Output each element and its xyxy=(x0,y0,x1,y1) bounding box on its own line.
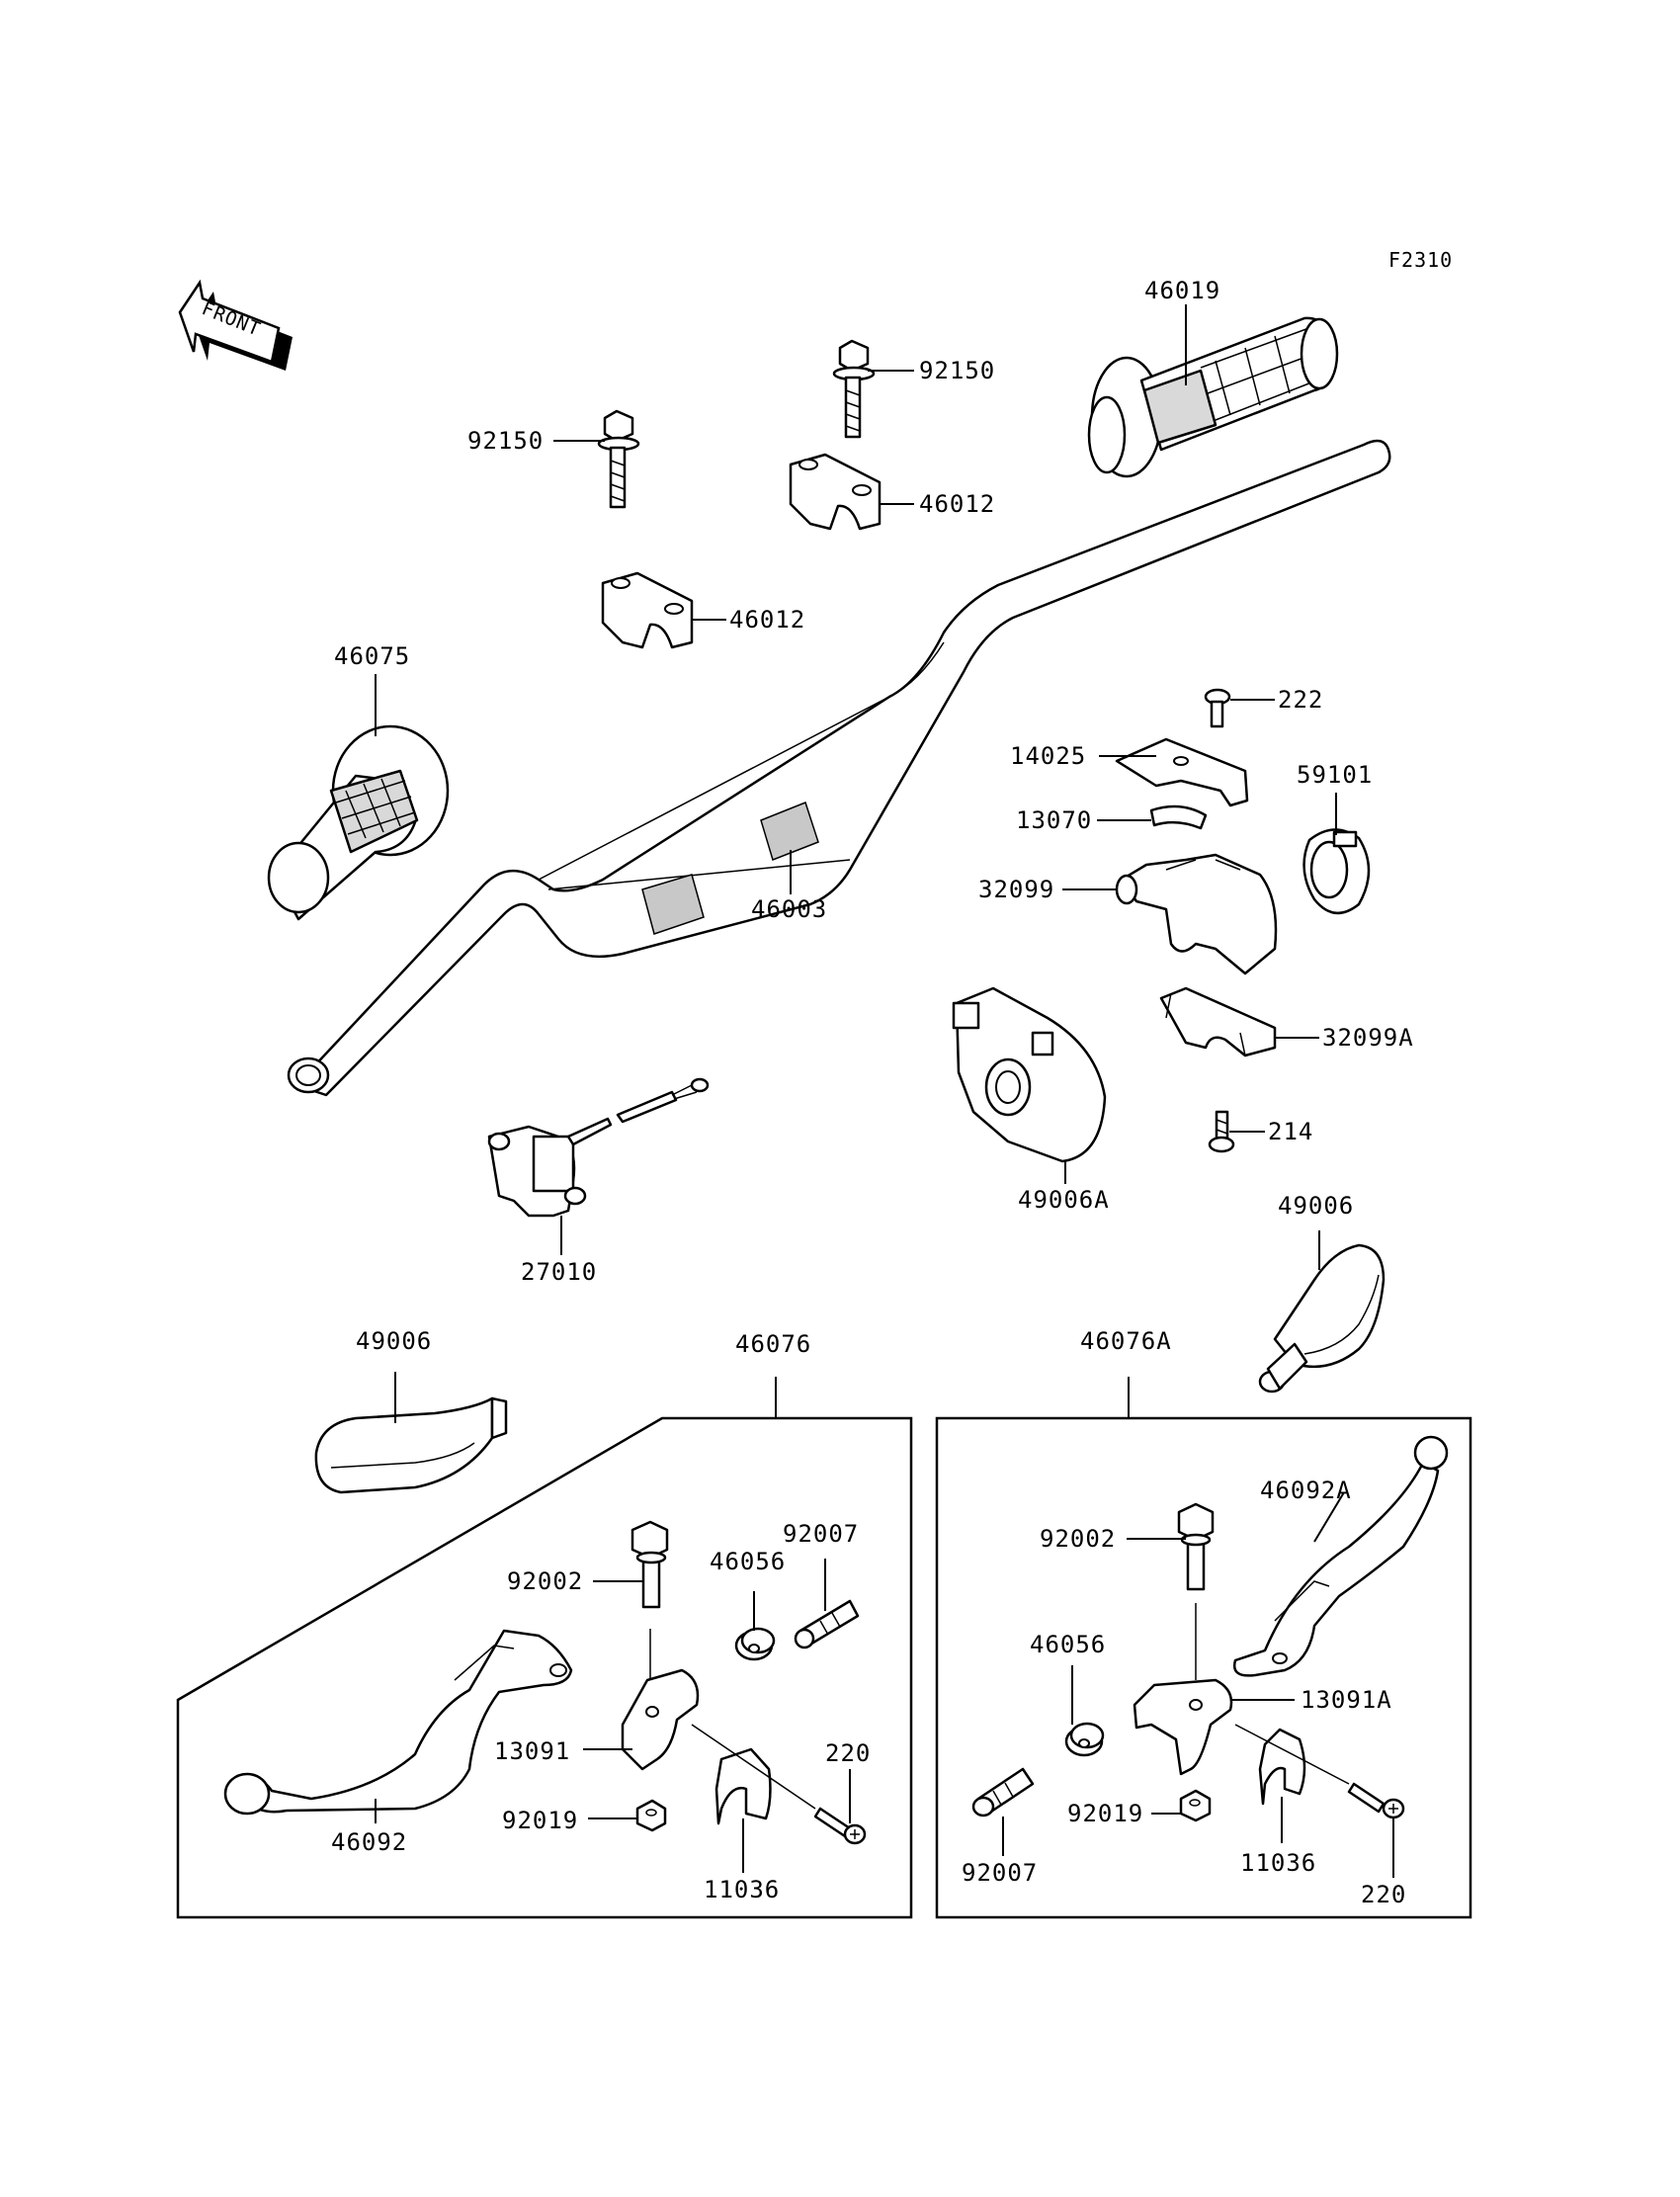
bolt-92150-a xyxy=(832,339,876,439)
group-46076-box xyxy=(176,1416,913,1919)
label-46012-b: 46012 xyxy=(729,606,805,634)
adjuster-92007-b xyxy=(971,1767,1035,1817)
label-27010: 27010 xyxy=(521,1258,597,1286)
cover-14025 xyxy=(1115,737,1249,807)
label-46092: 46092 xyxy=(331,1828,407,1856)
label-92007-b: 92007 xyxy=(962,1859,1038,1887)
grip-46075 xyxy=(267,724,450,921)
label-46056-b: 46056 xyxy=(1030,1631,1106,1658)
guard-housing-49006A xyxy=(952,986,1107,1163)
label-46076: 46076 xyxy=(735,1330,811,1358)
label-49006A: 49006A xyxy=(1018,1186,1110,1214)
nut-46056-a xyxy=(734,1627,776,1661)
label-46003: 46003 xyxy=(751,895,827,923)
holder-13091 xyxy=(621,1668,700,1771)
part-labels: 46019 92150 92150 46012 46012 46075 4600… xyxy=(331,277,1414,1908)
label-13091: 13091 xyxy=(494,1737,570,1765)
label-46056-a: 46056 xyxy=(710,1548,786,1575)
label-46092A: 46092A xyxy=(1260,1477,1352,1504)
label-92007-a: 92007 xyxy=(783,1520,859,1548)
label-13070: 13070 xyxy=(1016,806,1092,834)
label-46076A: 46076A xyxy=(1080,1327,1172,1355)
screw-220-a xyxy=(691,1724,867,1845)
lever-46092A xyxy=(1232,1435,1449,1677)
screw-222 xyxy=(1204,688,1231,728)
screw-220-b xyxy=(1234,1724,1405,1819)
label-92002-b: 92002 xyxy=(1040,1525,1116,1553)
clamp-46012-b xyxy=(601,571,694,649)
label-14025: 14025 xyxy=(1010,742,1086,770)
nut-92019-b xyxy=(1179,1789,1212,1822)
label-92002-a: 92002 xyxy=(507,1567,583,1595)
label-92150-b: 92150 xyxy=(467,427,544,455)
label-11036-b: 11036 xyxy=(1240,1849,1316,1877)
bolt-92150-b xyxy=(597,409,640,509)
adjuster-92007-a xyxy=(794,1599,860,1649)
label-92019-b: 92019 xyxy=(1067,1800,1143,1827)
label-46012-a: 46012 xyxy=(919,490,995,518)
screw-214 xyxy=(1208,1110,1235,1153)
label-220-b: 220 xyxy=(1361,1881,1406,1908)
label-59101: 59101 xyxy=(1297,761,1373,789)
throttle-case-32099 xyxy=(1115,853,1278,975)
label-49006-right: 49006 xyxy=(1278,1192,1354,1220)
holder-13091A xyxy=(1133,1678,1233,1776)
label-222: 222 xyxy=(1278,686,1323,714)
label-214: 214 xyxy=(1268,1118,1313,1145)
hand-guard-49006-left xyxy=(314,1396,508,1494)
label-220-a: 220 xyxy=(825,1739,871,1767)
label-92150-a: 92150 xyxy=(919,357,995,384)
handlebar-46003 xyxy=(287,439,1391,1097)
lever-46092 xyxy=(223,1629,573,1816)
bolt-92002-a xyxy=(630,1520,669,1680)
throttle-grip-46019 xyxy=(1087,316,1339,478)
hand-guard-49006-right xyxy=(1258,1243,1386,1394)
clamp-11036-a xyxy=(714,1747,772,1825)
label-46075: 46075 xyxy=(334,642,410,670)
throttle-case-lower-32099A xyxy=(1159,986,1277,1057)
switch-27010 xyxy=(487,1077,710,1218)
clamp-11036-b xyxy=(1258,1728,1306,1806)
group-46076A-box xyxy=(935,1416,1472,1919)
label-92019-a: 92019 xyxy=(502,1807,578,1834)
label-11036-a: 11036 xyxy=(704,1876,780,1903)
pulley-59101 xyxy=(1302,828,1371,914)
label-32099: 32099 xyxy=(978,876,1054,903)
leader-lines xyxy=(375,304,1394,1878)
bolt-92002-b xyxy=(1177,1502,1215,1680)
label-46019: 46019 xyxy=(1144,277,1220,304)
clamp-46012-a xyxy=(789,453,882,531)
label-32099A: 32099A xyxy=(1322,1024,1414,1052)
figure-code: F2310 xyxy=(1388,248,1453,272)
front-arrow-icon: FRONT xyxy=(178,279,293,371)
nut-46056-b xyxy=(1064,1722,1105,1757)
label-49006-left: 49006 xyxy=(356,1327,432,1355)
label-13091A: 13091A xyxy=(1301,1686,1392,1714)
cable-guide-13070 xyxy=(1149,804,1208,830)
nut-92019-a xyxy=(635,1799,667,1832)
